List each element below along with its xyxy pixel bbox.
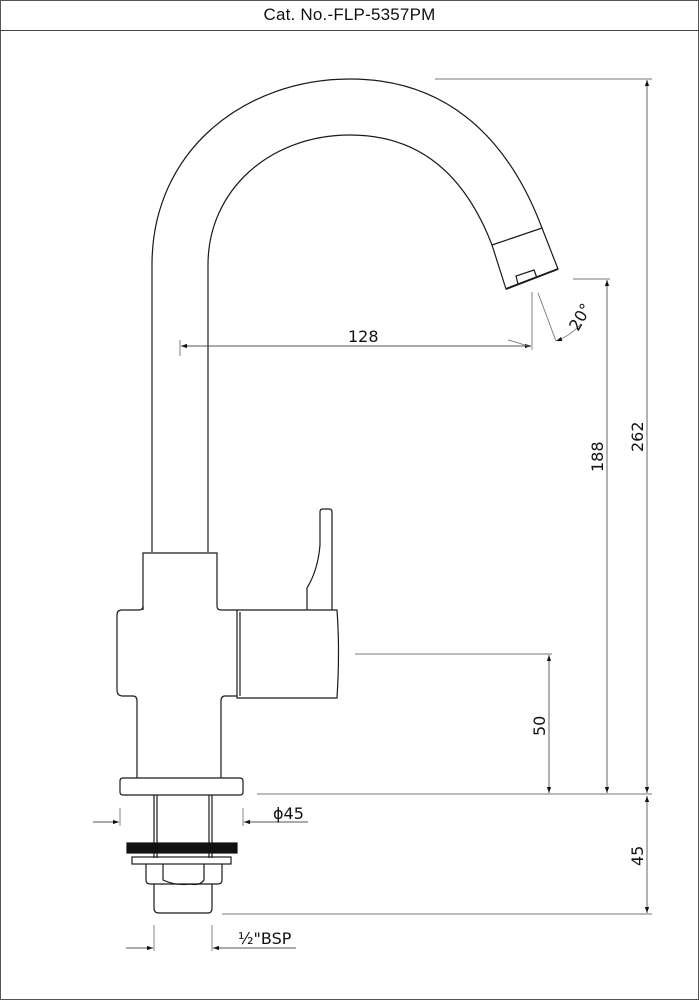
dim-shank-length: 45 xyxy=(628,846,647,866)
lock-nut xyxy=(145,864,223,885)
spout xyxy=(151,78,559,552)
title-block: Cat. No.-FLP-5357PM xyxy=(0,0,699,31)
tap-body xyxy=(116,508,340,796)
rubber-washer xyxy=(126,842,238,854)
dimension-lines xyxy=(93,78,652,951)
dim-outlet-height: 188 xyxy=(588,441,607,472)
catalog-number: Cat. No.-FLP-5357PM xyxy=(263,5,436,24)
dim-spout-angle: 20° xyxy=(565,300,596,334)
dim-handle-height: 50 xyxy=(530,716,549,736)
dim-overall-height: 262 xyxy=(628,421,647,452)
metal-washer xyxy=(131,856,232,865)
dim-base-diameter: ϕ45 xyxy=(273,804,304,823)
dimension-labels: 128 20° 188 262 50 45 ϕ45 ½"BSP xyxy=(238,300,647,948)
dim-spout-reach: 128 xyxy=(348,327,379,346)
shank-assembly xyxy=(126,795,238,914)
threaded-shank xyxy=(153,884,213,914)
dim-thread: ½"BSP xyxy=(238,929,292,948)
